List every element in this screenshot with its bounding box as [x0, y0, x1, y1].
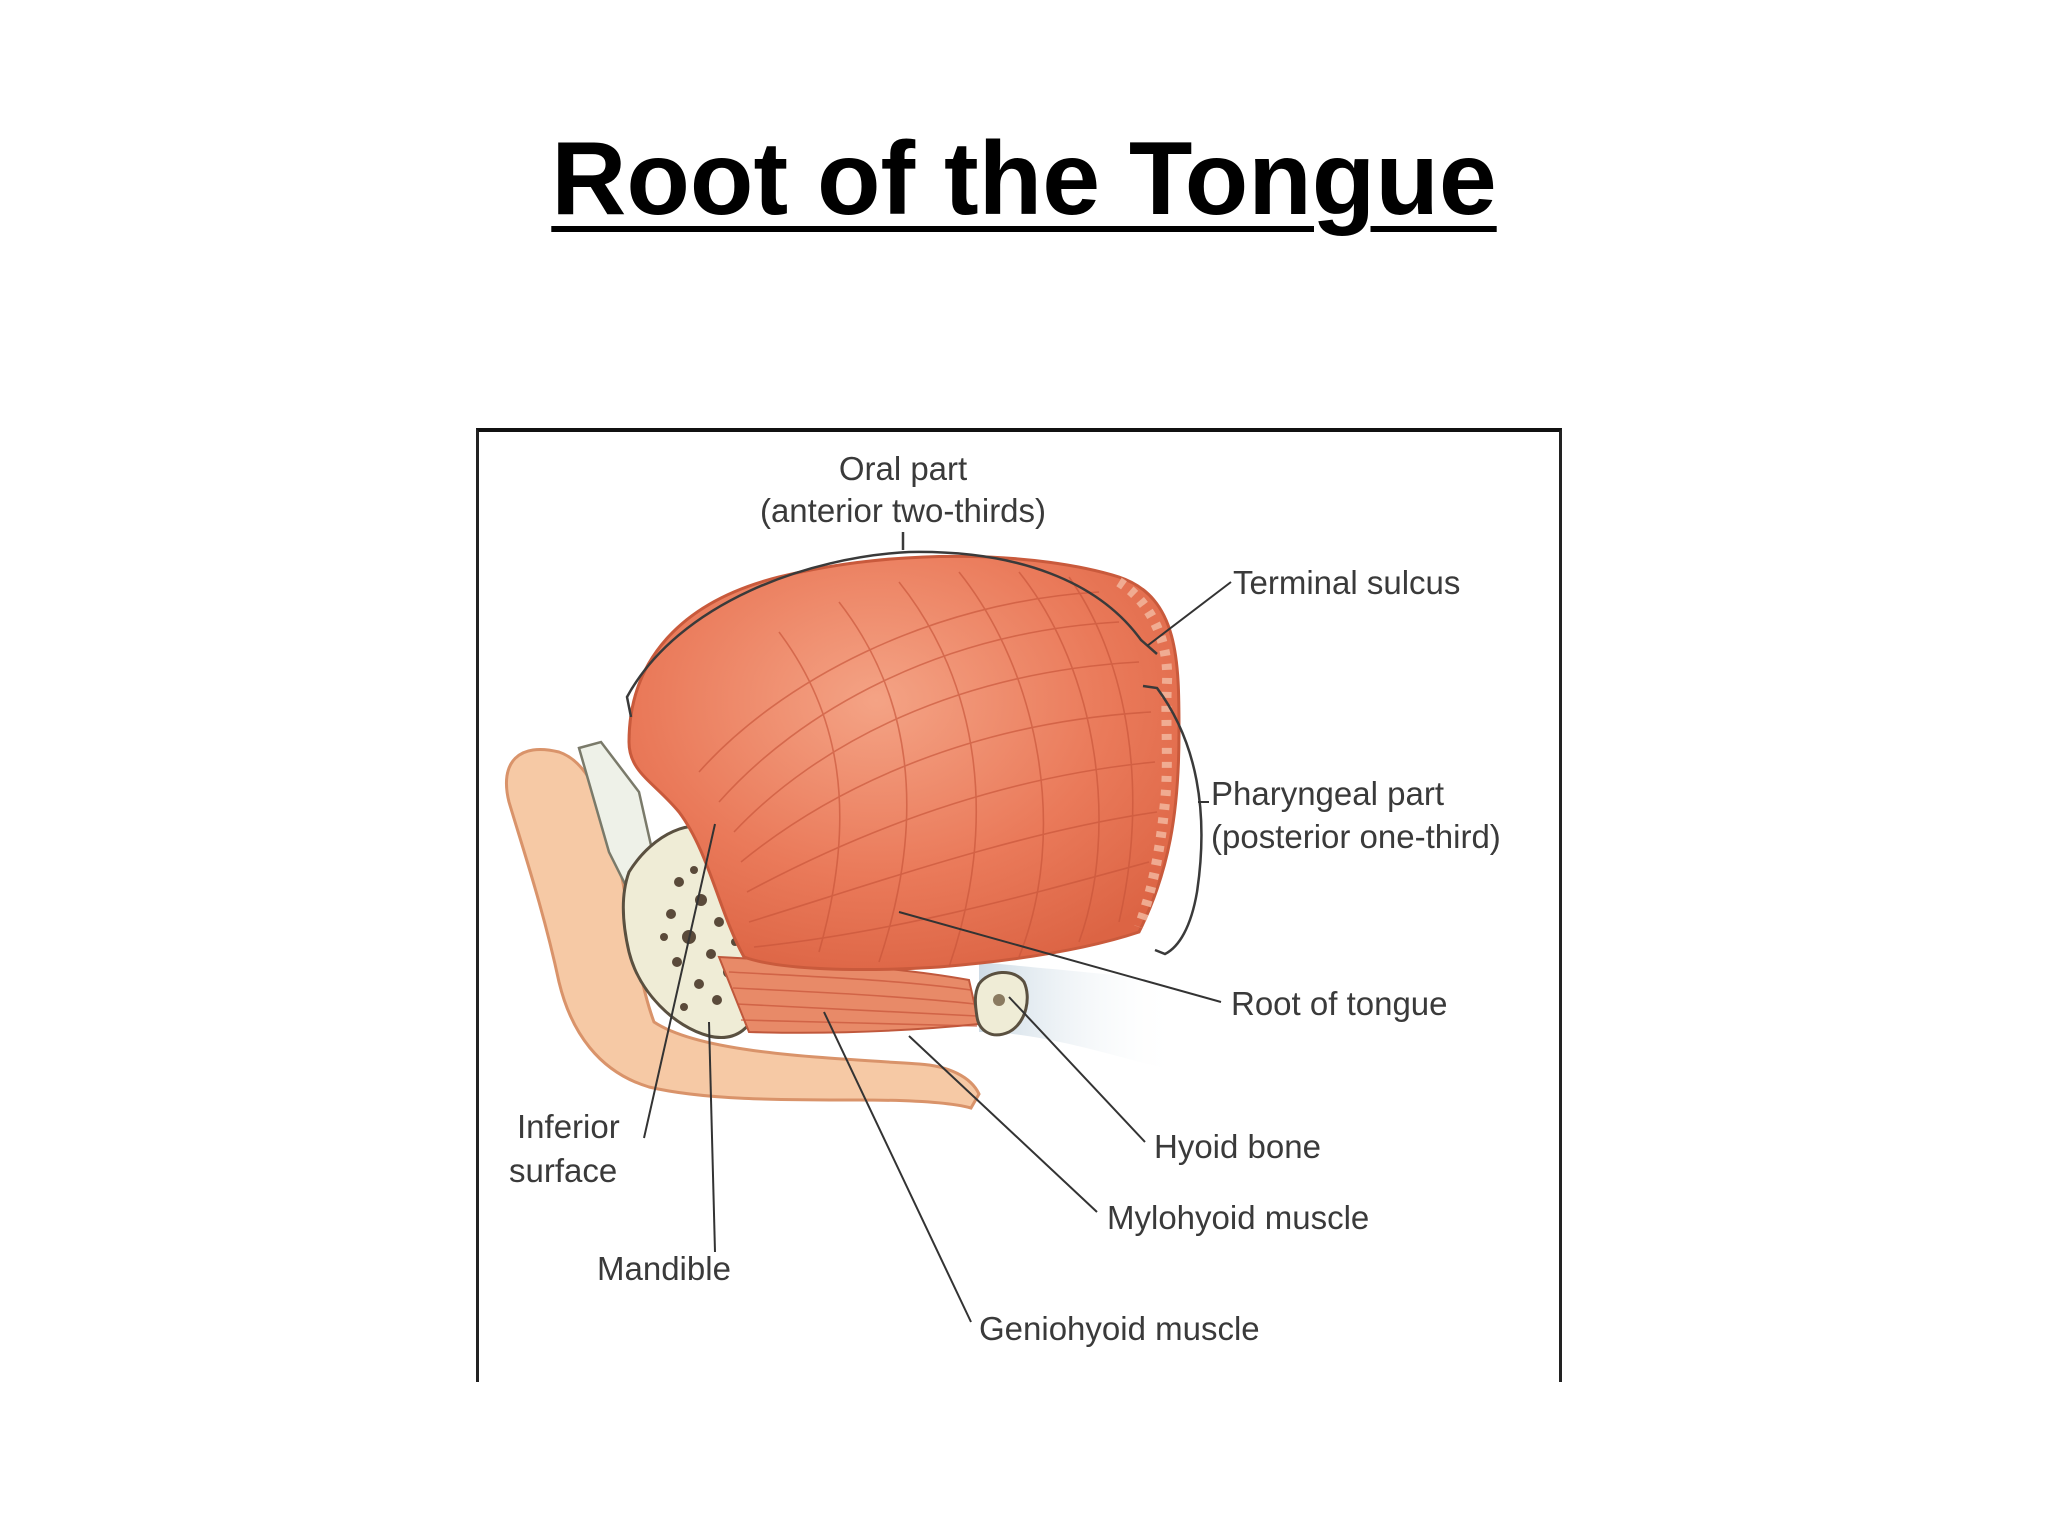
floor-muscle-fibers — [728, 971, 978, 1027]
pharynx-shading — [979, 962, 1179, 1072]
tongue-diagram-svg: Oral part (anterior two-thirds) Terminal… — [504, 450, 1501, 1347]
label-terminal-sulcus: Terminal sulcus — [1233, 564, 1460, 601]
label-oral-part-line2: (anterior two-thirds) — [760, 492, 1046, 529]
pharyngeal-part-bracket — [1142, 684, 1203, 956]
slide-title: Root of the Tongue — [551, 121, 1497, 237]
label-hyoid-bone: Hyoid bone — [1154, 1128, 1321, 1165]
label-root-of-tongue: Root of tongue — [1231, 985, 1448, 1022]
label-inferior-surface-line1: Inferior — [517, 1108, 620, 1145]
label-oral-part-line1: Oral part — [839, 450, 967, 487]
label-geniohyoid-muscle: Geniohyoid muscle — [979, 1310, 1260, 1347]
hyoid-bone-mark — [993, 994, 1005, 1006]
tongue-diagram-figure: Oral part (anterior two-thirds) Terminal… — [476, 428, 1562, 1382]
pharyngeal-surface-texture — [1116, 577, 1173, 929]
oral-part-bracket — [625, 550, 1158, 718]
label-mandible: Mandible — [597, 1250, 731, 1287]
label-mylohyoid-muscle: Mylohyoid muscle — [1107, 1199, 1369, 1236]
label-inferior-surface-line2: surface — [509, 1152, 617, 1189]
label-pharyngeal-part-line2: (posterior one-third) — [1211, 818, 1501, 855]
tongue-muscle-fibers — [698, 571, 1158, 968]
label-pharyngeal-part-line1: Pharyngeal part — [1211, 775, 1444, 812]
leader-lines — [643, 581, 1232, 1323]
